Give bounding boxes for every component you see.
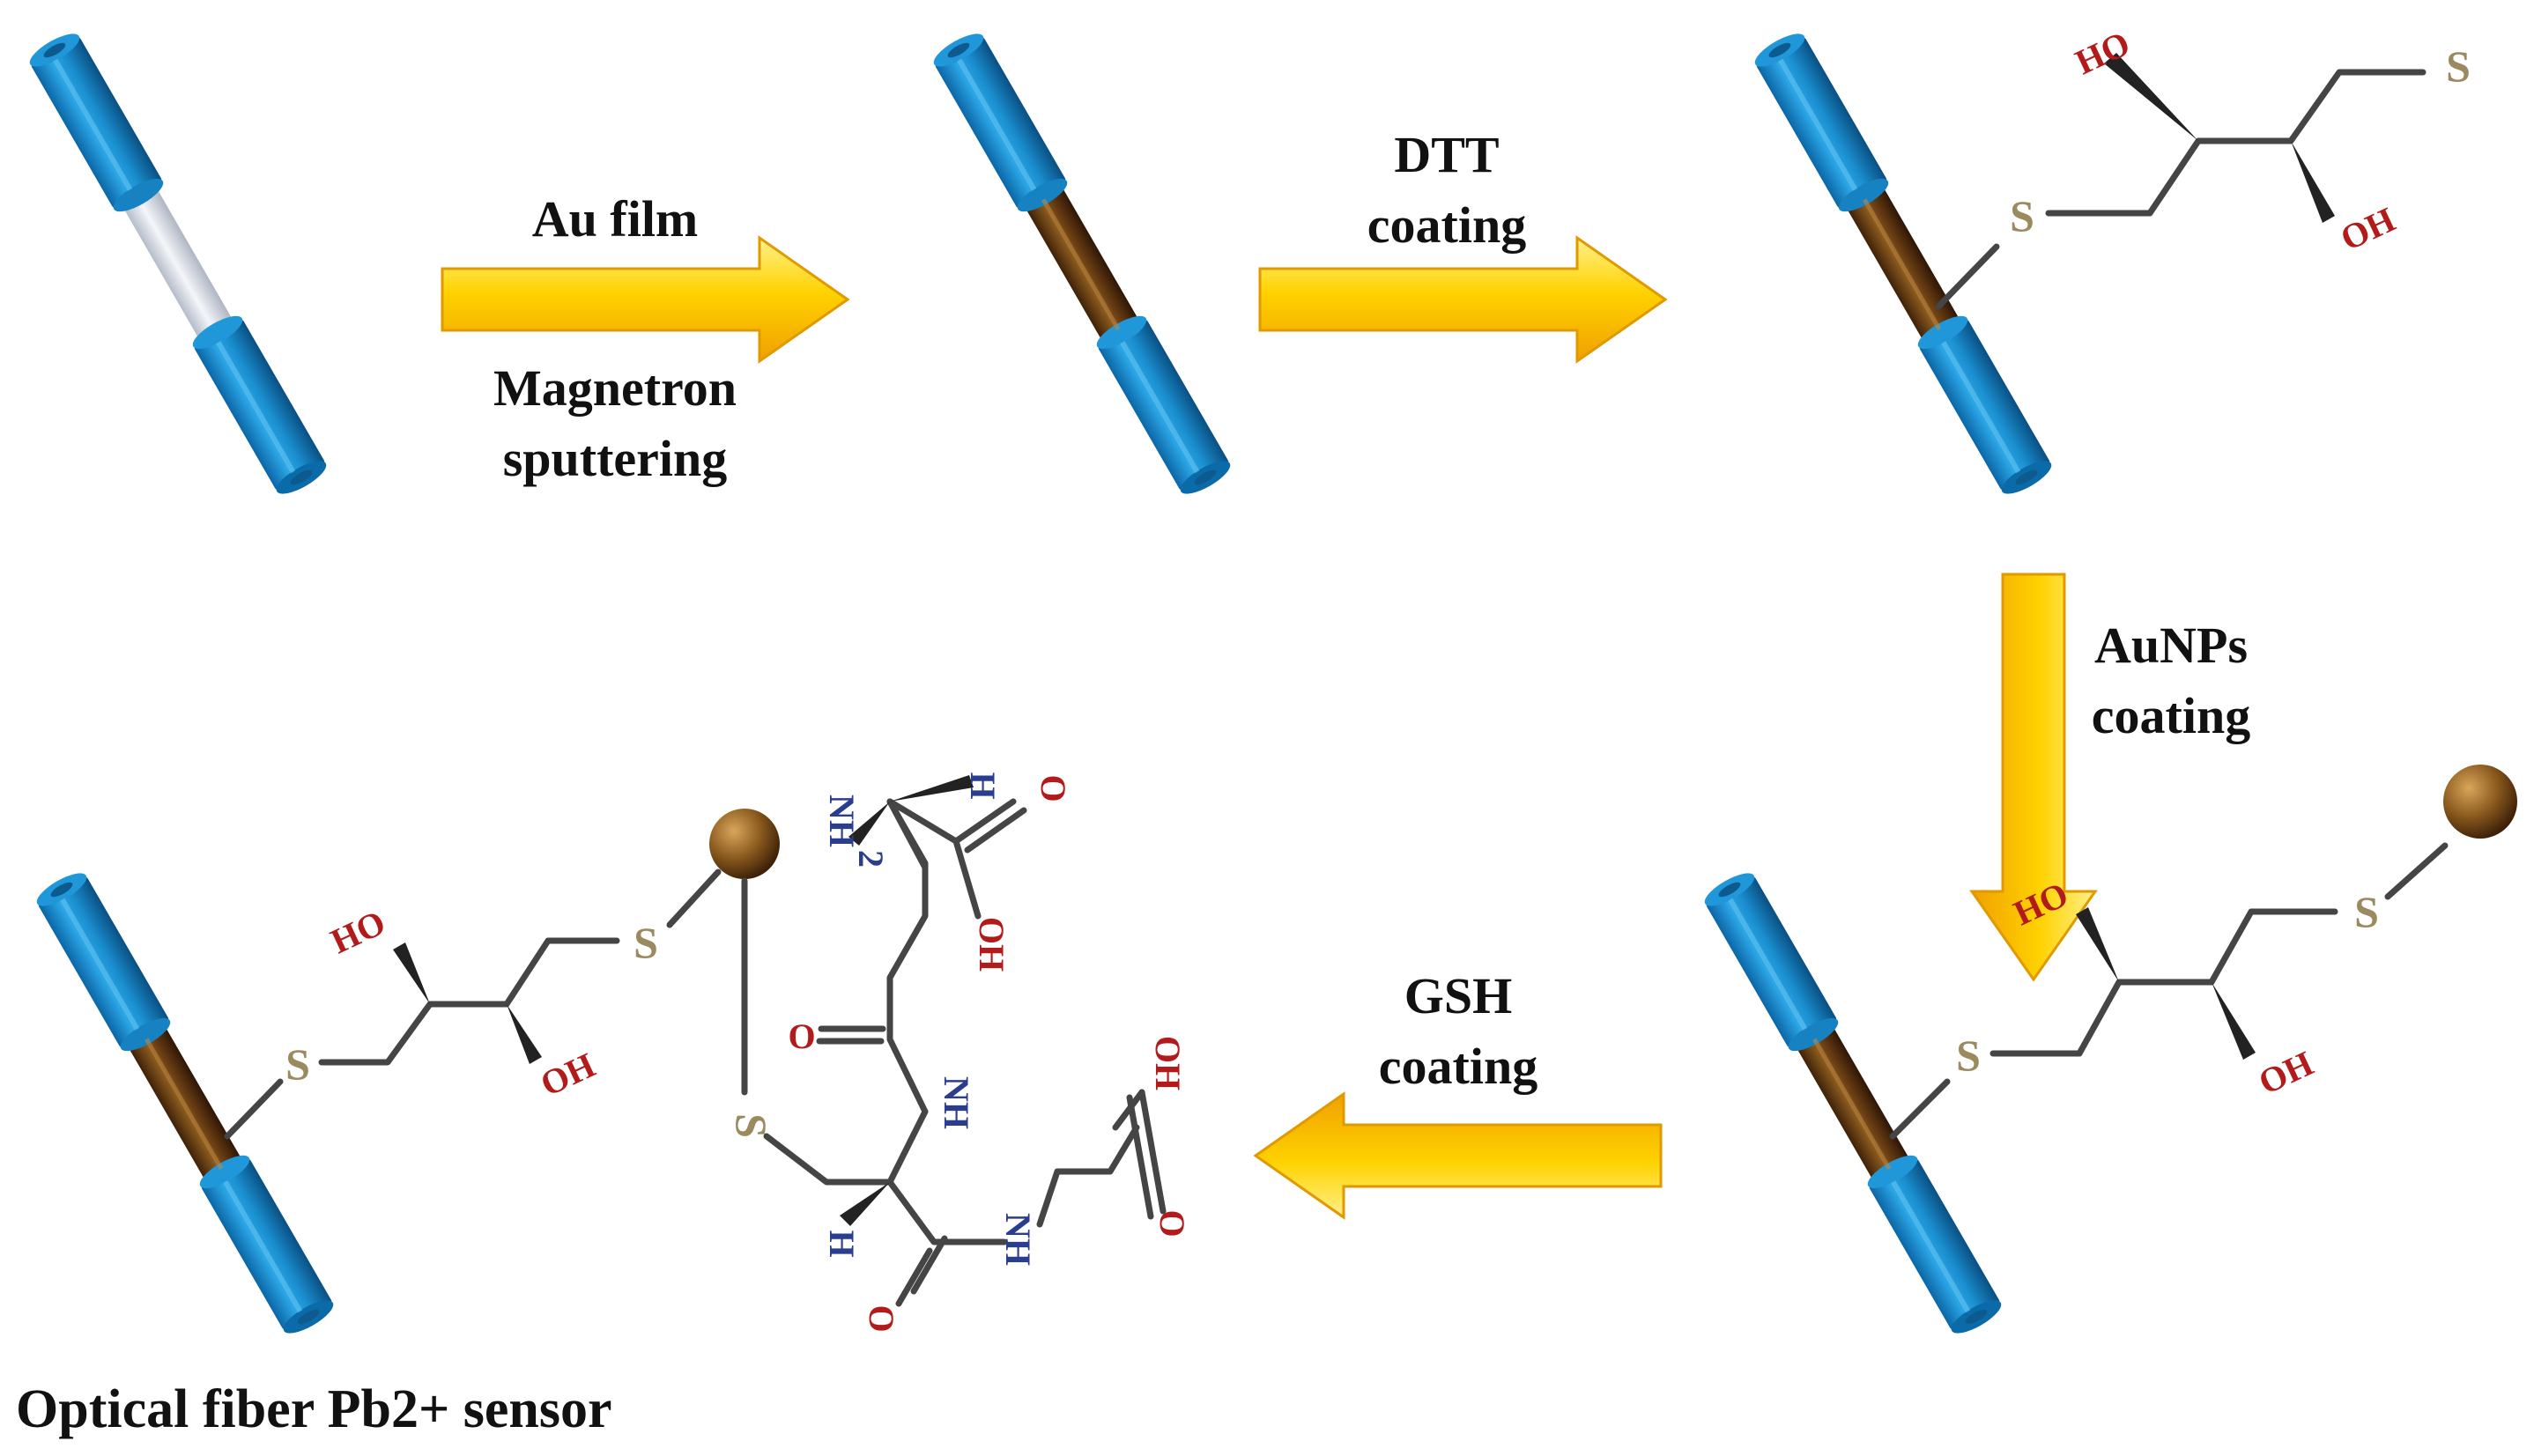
optical-fiber-icon: [929, 27, 1235, 500]
gold-nanoparticle-icon: [2443, 765, 2517, 839]
optical-fiber-icon: [25, 27, 331, 500]
hydroxyl-label: OH: [1148, 1036, 1188, 1090]
optical-fiber-icon: [32, 867, 338, 1340]
sulfur-atom: S: [2010, 191, 2034, 240]
dtt-aunp-molecule: S S HO OH: [1889, 765, 2517, 1140]
step-label-dtt-coating: coating: [1367, 196, 1526, 254]
step-label-gsh-coating: coating: [1379, 1038, 1537, 1095]
step-label-aunps: AuNPs: [2094, 617, 2248, 674]
hydroxyl-label: HO: [325, 902, 391, 961]
gold-nanoparticle-icon: [709, 809, 780, 879]
gsh-functionalized-molecule: S S HO OH S O O O OH OH O NH: [224, 772, 1192, 1333]
process-arrow-icon: [1258, 236, 1667, 363]
process-arrow-icon: [441, 236, 849, 363]
step-label-au-film: Au film: [532, 190, 699, 248]
carboxyl-oxygen-label: O: [1034, 774, 1073, 802]
sulfur-atom: S: [727, 1113, 776, 1138]
step-label-dtt: DTT: [1394, 126, 1499, 183]
hydrogen-label: H: [963, 772, 1003, 799]
optical-fiber-icon: [1750, 27, 2056, 500]
sulfur-atom: S: [285, 1039, 310, 1089]
step-label-sputtering: sputtering: [503, 430, 728, 487]
hydrogen-label: H: [822, 1230, 862, 1257]
sulfur-atom: S: [1956, 1031, 1981, 1080]
amine-label: NH: [822, 795, 862, 847]
dtt-molecule: S S HO OH: [1935, 23, 2471, 310]
sensor-title: Optical fiber Pb2+ sensor: [16, 1379, 612, 1439]
amine-label: NH: [937, 1076, 976, 1129]
process-arrow-icon: [1254, 1092, 1663, 1219]
carbonyl-oxygen-label: O: [862, 1304, 901, 1332]
step-label-gsh: GSH: [1404, 967, 1513, 1024]
amine-subscript: 2: [851, 850, 891, 868]
carboxyl-oxygen-label: O: [1152, 1209, 1192, 1237]
optical-fiber-icon: [1700, 867, 2006, 1340]
step-label-aunps-coating: coating: [2092, 687, 2250, 744]
carbonyl-oxygen-label: O: [788, 1016, 815, 1056]
sulfur-atom: S: [634, 918, 658, 967]
sulfur-atom: S: [2354, 887, 2379, 936]
step-label-magnetron: Magnetron: [493, 359, 737, 417]
hydroxyl-label: OH: [2335, 199, 2401, 258]
amine-label: NH: [998, 1213, 1038, 1266]
hydroxyl-label: OH: [2253, 1043, 2319, 1102]
hydroxyl-label: OH: [535, 1045, 601, 1104]
sulfur-atom: S: [2446, 41, 2471, 91]
hydroxyl-label: OH: [972, 917, 1011, 972]
